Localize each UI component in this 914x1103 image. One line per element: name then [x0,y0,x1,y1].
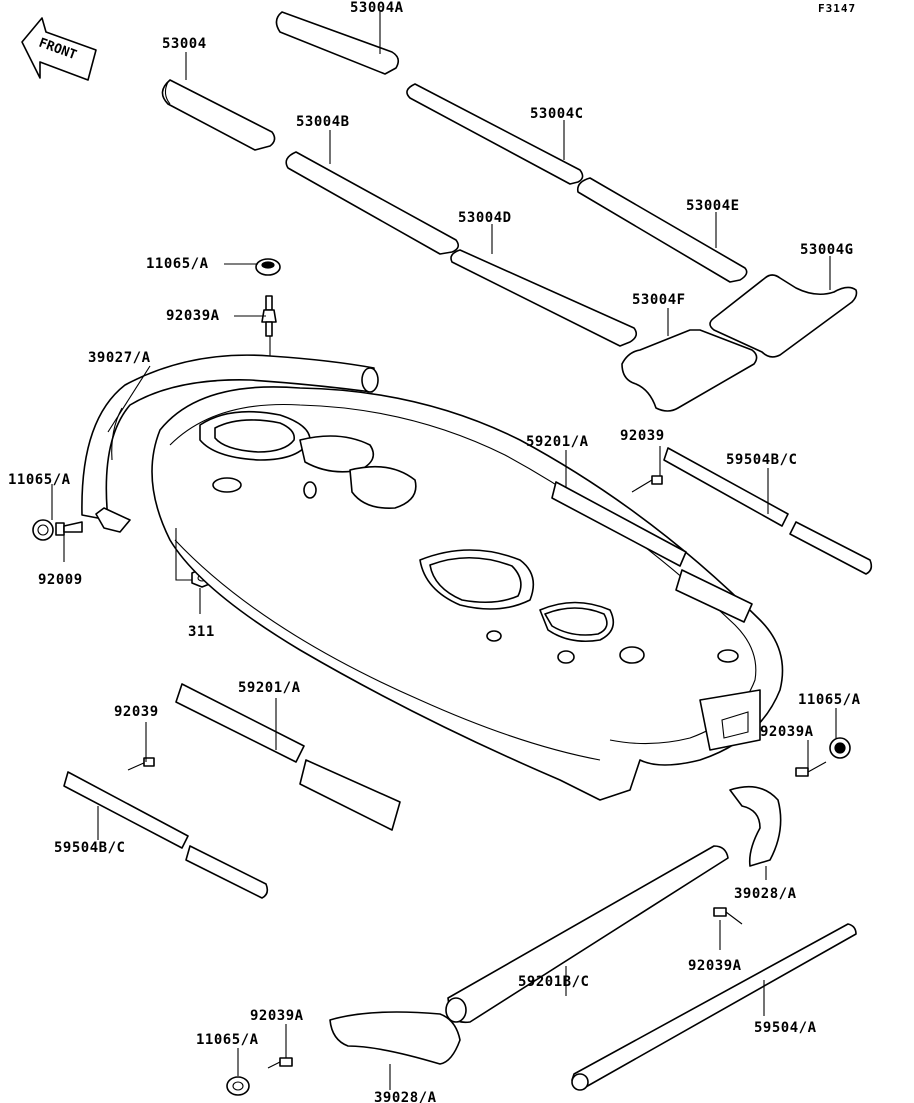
mat-53004C [406,83,584,185]
callout-53004F: 53004F [632,292,686,308]
callout-92039-right: 92039 [620,428,665,444]
rivet-92039A-right [795,761,827,777]
cap-11065A-bottom [226,1076,250,1096]
mat-53004E [576,177,748,283]
rivet-92039-left [127,757,155,771]
callout-11065A-bottom: 11065/A [196,1032,259,1048]
rail-59201A-right [551,481,753,623]
leader-lines [51,12,837,1090]
cap-11065A-left [32,519,54,541]
front-arrow-icon: FRONT [21,17,97,81]
rivet-92039A-top [261,295,277,337]
mat-53004G [709,274,858,358]
mat-53004A [275,11,400,75]
callout-11065A-left: 11065/A [8,472,71,488]
rail-59504A [571,923,857,1091]
callout-59201BC: 59201B/C [518,974,589,990]
figure-code: F3147 [818,2,856,15]
callout-39028A-right: 39028/A [734,886,797,902]
callout-53004A: 53004A [350,0,404,16]
callout-39028A-bottom: 39028/A [374,1090,437,1103]
callout-59504A: 59504/A [754,1020,817,1036]
callout-53004B: 53004B [296,114,350,130]
cap-11065A-top [255,258,281,276]
callout-92039A-lower: 92039A [688,958,742,974]
callout-53004E: 53004E [686,198,740,214]
mat-53004F [621,329,758,412]
screw-92009 [55,521,83,536]
rivet-92039A-lower [713,907,743,925]
mat-53004 [161,79,276,151]
callout-59504BC-left: 59504B/C [54,840,125,856]
bumper-39028A-bottom [329,1011,461,1065]
callout-53004G: 53004G [800,242,854,258]
callout-92039A-bottom: 92039A [250,1008,304,1024]
rivet-92039-right [631,475,663,493]
callout-11065A-top: 11065/A [146,256,209,272]
rail-59201BC [445,845,729,1024]
callout-59504BC-right: 59504B/C [726,452,797,468]
callout-53004: 53004 [162,36,207,52]
callout-53004D: 53004D [458,210,512,226]
rail-59201A-left [175,683,401,831]
mat-53004D [450,249,638,347]
callout-39027A: 39027/A [88,350,151,366]
bumper-39027A [81,354,379,533]
callout-92039A-right: 92039A [760,724,814,740]
callout-11065A-right: 11065/A [798,692,861,708]
rail-59504BC-left [63,771,269,899]
cap-11065A-right [829,737,851,759]
callout-311: 311 [188,624,215,640]
mat-53004B [285,151,460,255]
callout-92009: 92009 [38,572,83,588]
watercraft-hull [151,386,784,801]
rivet-92039A-bottom [267,1057,293,1069]
callout-92039-left: 92039 [114,704,159,720]
callout-92039A-top: 92039A [166,308,220,324]
callout-59201A-left: 59201/A [238,680,301,696]
callout-53004C: 53004C [530,106,584,122]
callout-59201A-right: 59201/A [526,434,589,450]
rail-59504BC-right [663,447,873,575]
bumper-39028A-right [729,785,782,867]
callout-labels: 53004A 53004 53004C 53004B 53004E 53004D… [8,0,861,1103]
